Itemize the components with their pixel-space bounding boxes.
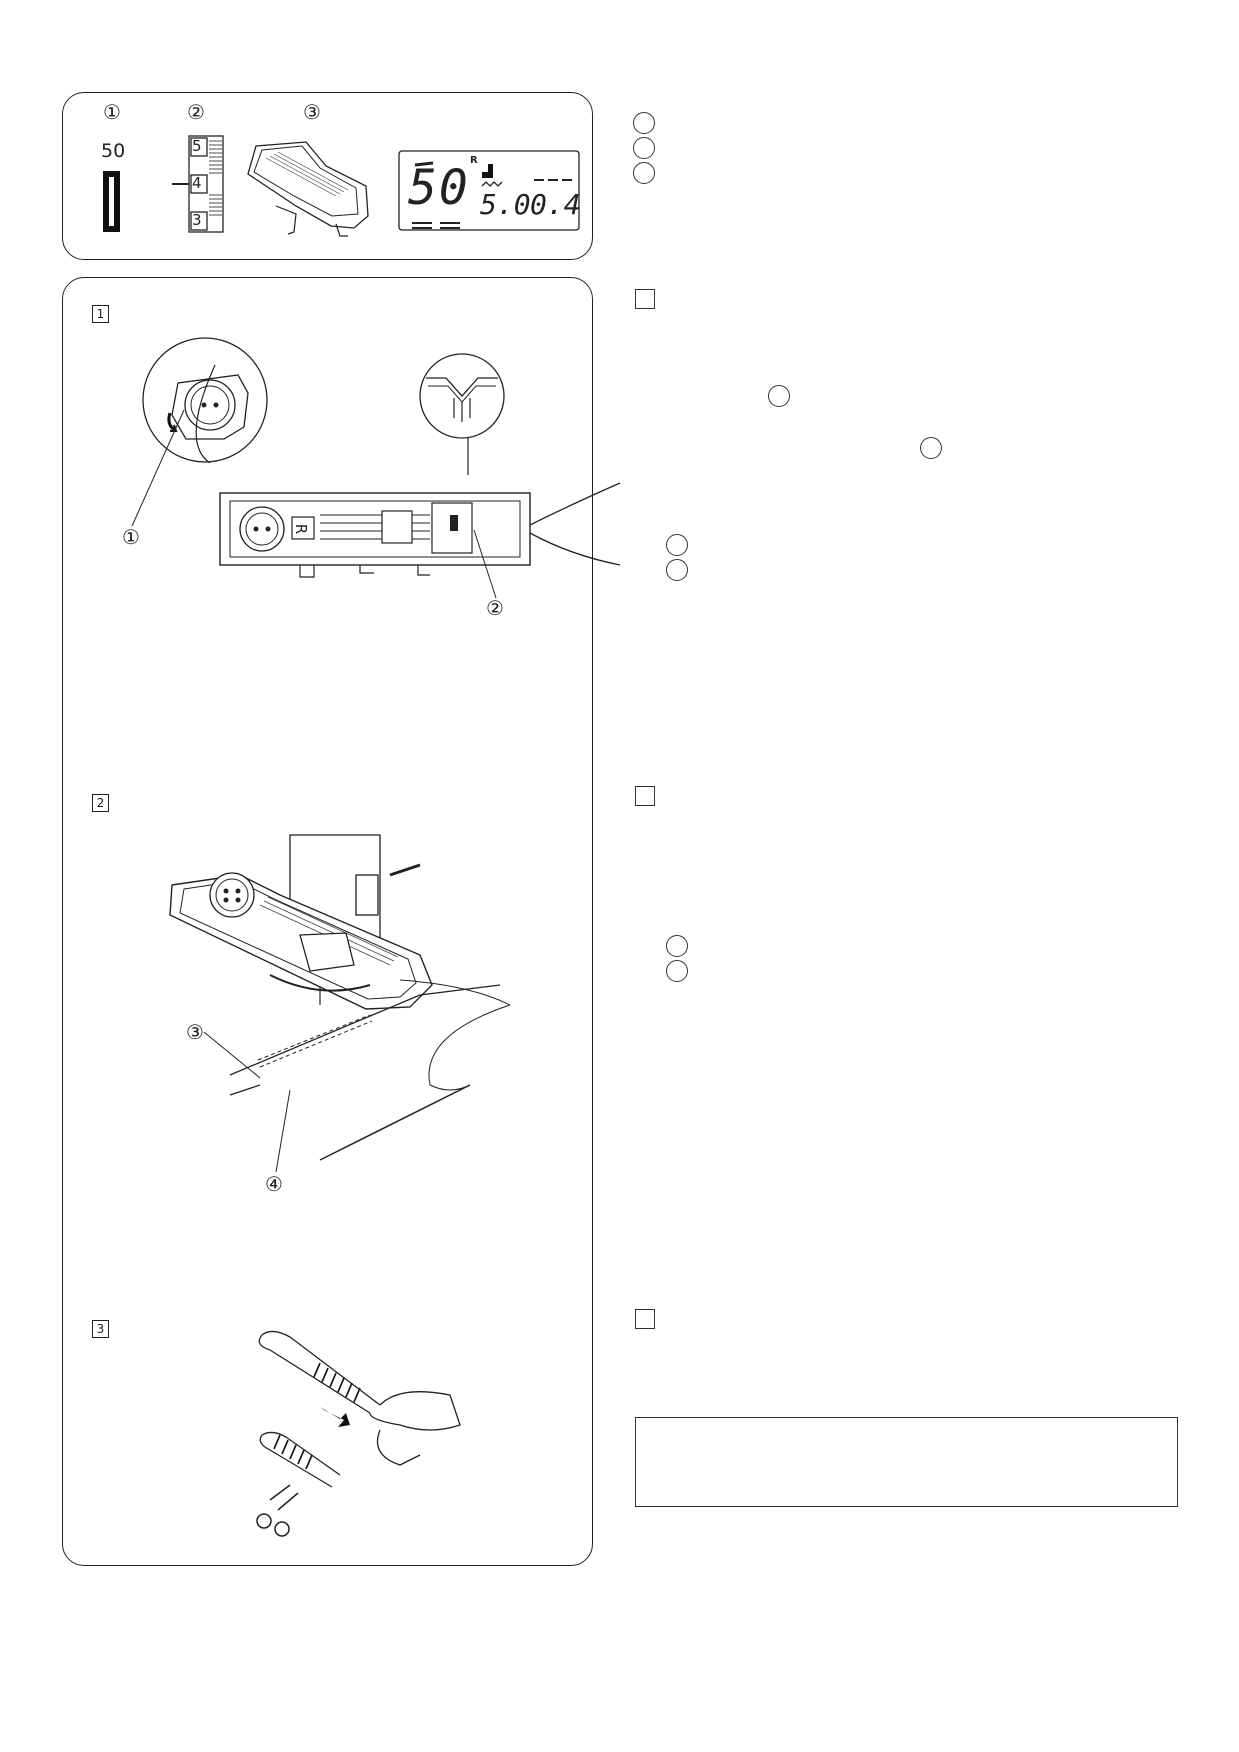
callout-3: ③ bbox=[303, 100, 321, 124]
legend-marker-2 bbox=[633, 137, 655, 159]
inline-callout-marker-a bbox=[768, 385, 790, 407]
section-marker-step-3 bbox=[635, 1309, 655, 1329]
inline-callout-marker-b bbox=[920, 437, 942, 459]
lcd-r-mark: R bbox=[470, 155, 478, 166]
lcd-display bbox=[398, 150, 580, 231]
dial-number-5: 5 bbox=[192, 137, 202, 155]
inline-callout-marker-d bbox=[666, 559, 688, 581]
buttonhole-stitch-icon bbox=[103, 171, 120, 232]
legend-marker-1 bbox=[633, 112, 655, 134]
section-marker-step-1 bbox=[635, 289, 655, 309]
step1-detail-circle-right bbox=[419, 353, 505, 439]
step1-callout-1: ① bbox=[122, 525, 140, 549]
lcd-stitch-width: 5.0 bbox=[480, 188, 531, 221]
step1-buttonhole-foot bbox=[195, 364, 621, 578]
section-marker-step-2 bbox=[635, 786, 655, 806]
inline-callout-marker-f bbox=[666, 960, 688, 982]
step2-sewing-illustration bbox=[169, 834, 511, 1161]
lcd-stitch-length: 0.4 bbox=[530, 188, 581, 221]
step-2-number: 2 bbox=[92, 794, 109, 812]
step1-callout-2: ② bbox=[486, 596, 504, 620]
step1-detail-circle-left bbox=[142, 337, 268, 463]
step3-seam-ripper-illustration bbox=[256, 1330, 461, 1537]
legend-marker-3 bbox=[633, 162, 655, 184]
step2-callout-3: ③ bbox=[186, 1020, 204, 1044]
buttonhole-foot-illustration bbox=[247, 141, 369, 237]
stitch-number: 50 bbox=[101, 140, 126, 162]
stitch-width-dial bbox=[172, 135, 224, 233]
step-1-number: 1 bbox=[92, 305, 109, 323]
callout-2: ② bbox=[187, 100, 205, 124]
lcd-pattern-number: 50 bbox=[408, 160, 470, 216]
note-box bbox=[635, 1417, 1178, 1507]
step2-callout-4: ④ bbox=[265, 1172, 283, 1196]
step-3-number: 3 bbox=[92, 1320, 109, 1338]
inline-callout-marker-e bbox=[666, 935, 688, 957]
dial-number-4: 4 bbox=[192, 174, 202, 192]
callout-1: ① bbox=[103, 100, 121, 124]
inline-callout-marker-c bbox=[666, 534, 688, 556]
dial-number-3: 3 bbox=[192, 211, 202, 229]
